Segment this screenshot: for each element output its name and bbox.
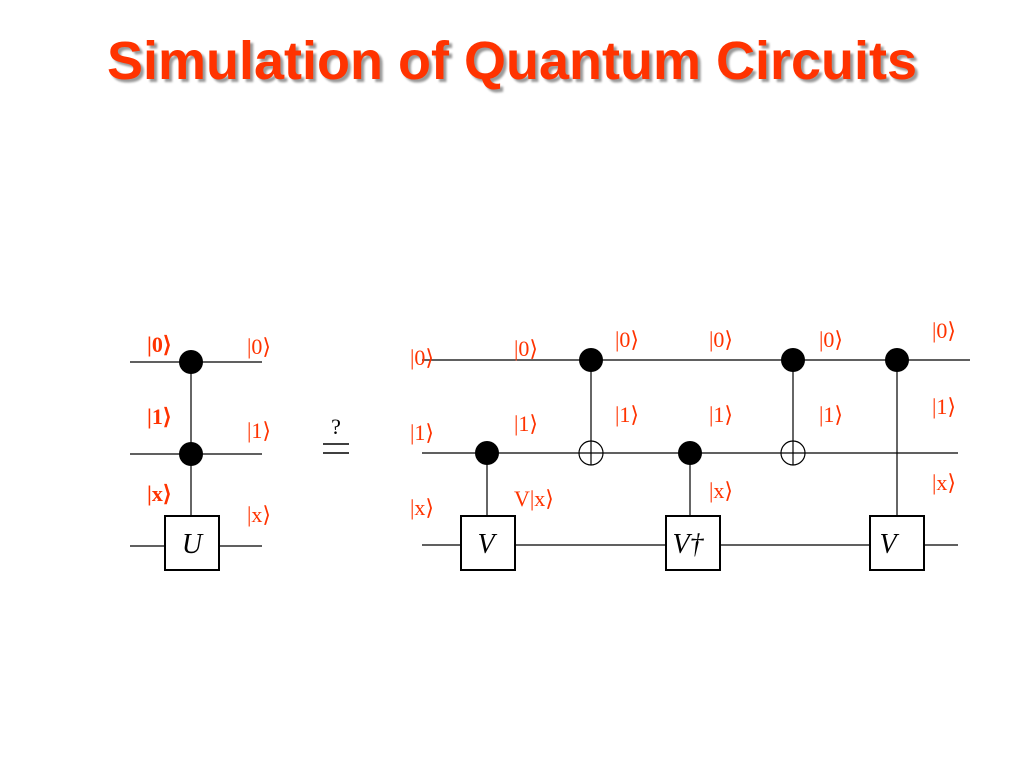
cv1-control-dot [475, 441, 499, 465]
left-output-top: |0⟩ [247, 334, 271, 359]
right-output-bottom: |x⟩ [932, 470, 956, 495]
left-gate-u [164, 515, 220, 571]
stage3-top-label: |0⟩ [709, 327, 733, 352]
right-input-middle: |1⟩ [410, 420, 434, 445]
cnot2-control-dot [781, 348, 805, 372]
left-input-top: |0⟩ [147, 332, 171, 357]
left-output-bottom: |x⟩ [247, 502, 271, 527]
equality-sign: ? [323, 414, 349, 454]
stage4-middle-label: |1⟩ [819, 402, 843, 427]
right-input-top: |0⟩ [410, 345, 434, 370]
gate-v-last [869, 515, 925, 571]
right-output-top: |0⟩ [932, 318, 956, 343]
cnot2-target [780, 440, 806, 466]
cnot1-target [578, 440, 604, 466]
left-output-middle: |1⟩ [247, 418, 271, 443]
right-circuit: V V† V |0⟩ |1⟩ |x⟩ |0⟩ | [410, 318, 970, 571]
stage1-bottom-label: V|x⟩ [514, 486, 554, 511]
stage1-middle-label: |1⟩ [514, 411, 538, 436]
stage1-top-label: |0⟩ [514, 336, 538, 361]
cv2-control-dot [678, 441, 702, 465]
stage2-middle-label: |1⟩ [615, 402, 639, 427]
left-control-dot-middle [179, 442, 203, 466]
left-input-bottom: |x⟩ [147, 481, 171, 506]
question-mark: ? [331, 414, 341, 439]
gate-v-last-label: V [879, 529, 899, 560]
right-output-middle: |1⟩ [932, 394, 956, 419]
stage3-bottom-label: |x⟩ [709, 478, 733, 503]
left-gate-u-label: U [182, 529, 204, 560]
left-circuit: U |0⟩ |1⟩ |x⟩ |0⟩ |1⟩ |x⟩ [130, 332, 271, 571]
left-input-middle: |1⟩ [147, 404, 171, 429]
gate-v-first [460, 515, 516, 571]
stage4-top-label: |0⟩ [819, 327, 843, 352]
stage2-top-label: |0⟩ [615, 327, 639, 352]
gate-v-first-label: V [477, 529, 497, 560]
stage3-middle-label: |1⟩ [709, 402, 733, 427]
cv3-control-dot [885, 348, 909, 372]
left-control-dot-top [179, 350, 203, 374]
cnot1-control-dot [579, 348, 603, 372]
slide-title: Simulation of Quantum Circuits [106, 31, 918, 91]
gate-v-dagger-label: V† [672, 529, 704, 560]
right-input-bottom: |x⟩ [410, 495, 434, 520]
gate-v-dagger [665, 515, 721, 571]
